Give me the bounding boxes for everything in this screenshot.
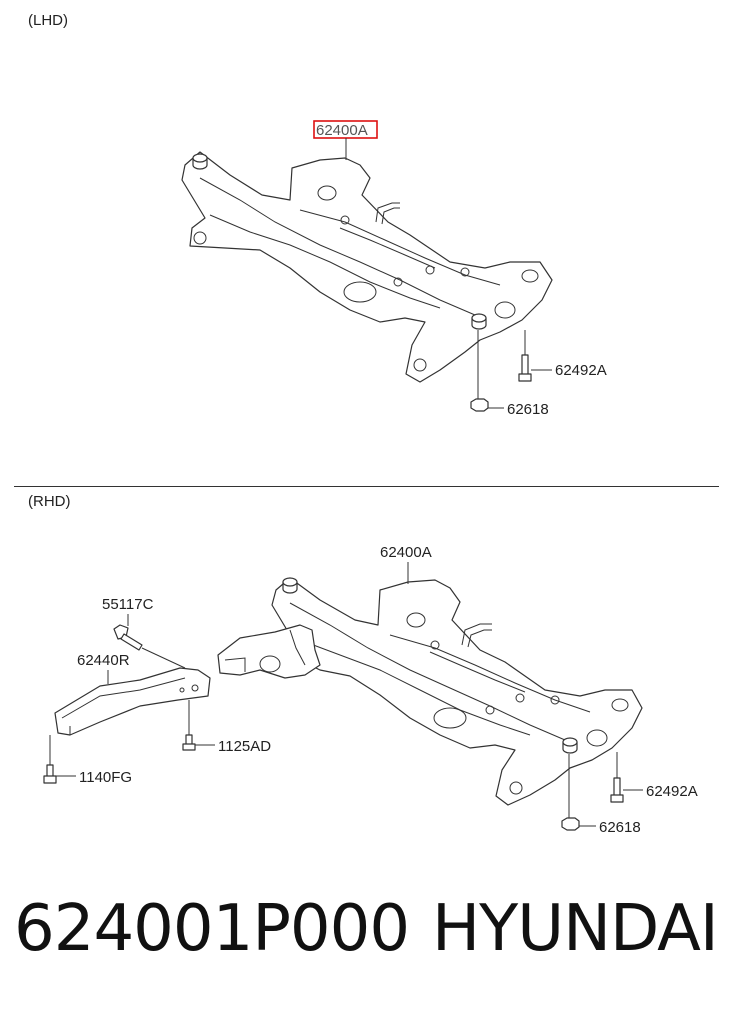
- part-number: 624001P000: [14, 892, 410, 966]
- callout-62400A: 62400A: [380, 544, 432, 561]
- callout-62440R: 62440R: [77, 652, 130, 669]
- callout-62492A: 62492A: [646, 783, 698, 800]
- lhd-section-label: (LHD): [28, 12, 68, 29]
- callout-1140FG: 1140FG: [79, 769, 132, 786]
- callout-62618: 62618: [599, 819, 641, 836]
- rhd-bracket-62440R: [54, 667, 211, 736]
- rhd-nut: [561, 817, 580, 831]
- section-divider: [14, 486, 719, 487]
- rhd-bolt-1140FG: [43, 764, 57, 784]
- lhd-nut: [470, 398, 489, 412]
- rhd-section-label: (RHD): [28, 493, 71, 510]
- callout-55117C: 55117C: [102, 596, 154, 613]
- rhd-subframe-diagram: 62400A 62440R 55117C 1125AD 1140FG 62492…: [43, 544, 698, 836]
- callout-1125AD: 1125AD: [218, 738, 271, 755]
- callout-62400A: 62400A: [316, 122, 368, 139]
- lhd-subframe-diagram: 62400A 62492A 62618: [181, 120, 607, 418]
- rhd-subframe-drawing: [217, 577, 643, 806]
- lhd-bolt: [518, 354, 532, 382]
- brand-name: HYUNDAI: [432, 892, 719, 966]
- rhd-bolt-1125AD: [182, 734, 196, 751]
- lhd-subframe-drawing: [181, 151, 553, 383]
- leader-55117C-axis: [141, 647, 186, 669]
- rhd-bolt-62492A: [610, 777, 624, 803]
- rhd-bolt-55117C: [113, 624, 143, 651]
- callout-62618: 62618: [507, 401, 549, 418]
- callout-62492A: 62492A: [555, 362, 607, 379]
